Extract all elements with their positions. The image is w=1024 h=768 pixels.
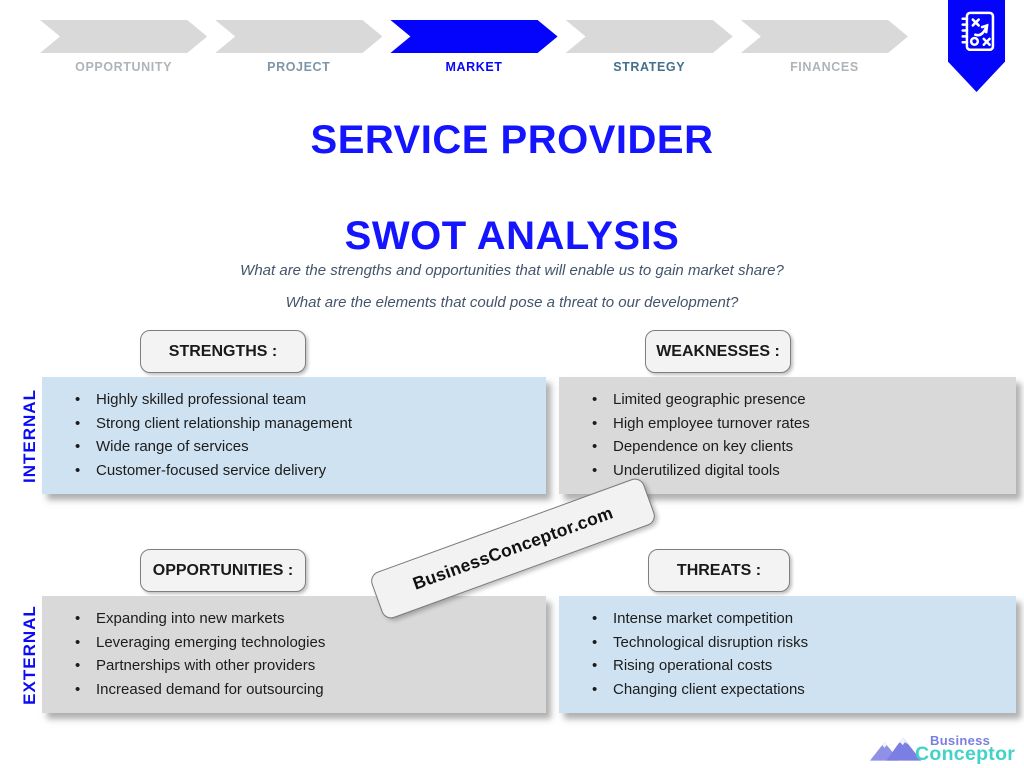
weaknesses-panel: Limited geographic presence High employe… xyxy=(559,377,1016,494)
process-step-label: OPPORTUNITY xyxy=(75,60,173,74)
mountains-icon xyxy=(869,737,922,761)
list-item: Highly skilled professional team xyxy=(75,388,536,412)
process-bar: OPPORTUNITY PROJECT MARKET STRATEGY FINA… xyxy=(40,20,908,74)
chevron-arrow xyxy=(741,20,908,53)
strengths-panel: Highly skilled professional team Strong … xyxy=(42,377,546,494)
chevron-arrow xyxy=(40,20,207,53)
external-axis-label: EXTERNAL xyxy=(20,605,39,705)
chevron-arrow xyxy=(215,20,382,53)
process-step-label: PROJECT xyxy=(267,60,331,74)
list-item: Increased demand for outsourcing xyxy=(75,678,536,702)
opportunities-panel: Expanding into new markets Leveraging em… xyxy=(42,596,546,713)
chevron-arrow xyxy=(566,20,733,53)
logo-word-business: Business xyxy=(930,733,991,748)
list-item: Changing client expectations xyxy=(592,678,1006,702)
list-item: Intense market competition xyxy=(592,607,1006,631)
list-item: Partnerships with other providers xyxy=(75,654,536,678)
logo-word-conceptor: Conceptor xyxy=(915,743,1016,765)
business-conceptor-logo: Business Conceptor xyxy=(868,730,1018,768)
chevron-arrow xyxy=(390,20,557,53)
process-step-finances[interactable]: FINANCES xyxy=(741,20,908,74)
opportunities-list: Expanding into new markets Leveraging em… xyxy=(42,596,546,701)
list-item: High employee turnover rates xyxy=(592,412,1006,436)
list-item: Limited geographic presence xyxy=(592,388,1006,412)
process-step-strategy[interactable]: STRATEGY xyxy=(566,20,733,74)
internal-axis-label: INTERNAL xyxy=(20,389,39,483)
strategy-notebook-icon xyxy=(960,11,994,52)
list-item: Rising operational costs xyxy=(592,654,1006,678)
process-step-market[interactable]: MARKET xyxy=(390,20,557,74)
list-item: Leveraging emerging technologies xyxy=(75,631,536,655)
threats-list: Intense market competition Technological… xyxy=(559,596,1016,701)
threats-tag: THREATS : xyxy=(648,549,790,592)
opportunities-tag: OPPORTUNITIES : xyxy=(140,549,306,592)
list-item: Strong client relationship management xyxy=(75,412,536,436)
process-step-opportunity[interactable]: OPPORTUNITY xyxy=(40,20,207,74)
process-step-project[interactable]: PROJECT xyxy=(215,20,382,74)
weaknesses-tag: WEAKNESSES : xyxy=(645,330,791,373)
strengths-tag: STRENGTHS : xyxy=(140,330,306,373)
question-line-1: What are the strengths and opportunities… xyxy=(240,262,784,279)
weaknesses-list: Limited geographic presence High employe… xyxy=(559,377,1016,482)
list-item: Underutilized digital tools xyxy=(592,459,1006,483)
process-step-label: STRATEGY xyxy=(613,60,686,74)
page-subtitle: SWOT ANALYSIS xyxy=(344,214,680,258)
process-step-label: FINANCES xyxy=(790,60,859,74)
strengths-list: Highly skilled professional team Strong … xyxy=(42,377,546,482)
page-title: SERVICE PROVIDER xyxy=(310,118,714,162)
list-item: Dependence on key clients xyxy=(592,435,1006,459)
question-line-2: What are the elements that could pose a … xyxy=(285,294,739,311)
ribbon-badge xyxy=(948,0,1005,92)
process-step-label: MARKET xyxy=(445,60,503,74)
list-item: Technological disruption risks xyxy=(592,631,1006,655)
threats-panel: Intense market competition Technological… xyxy=(559,596,1016,713)
list-item: Wide range of services xyxy=(75,435,536,459)
list-item: Customer-focused service delivery xyxy=(75,459,536,483)
list-item: Expanding into new markets xyxy=(75,607,536,631)
